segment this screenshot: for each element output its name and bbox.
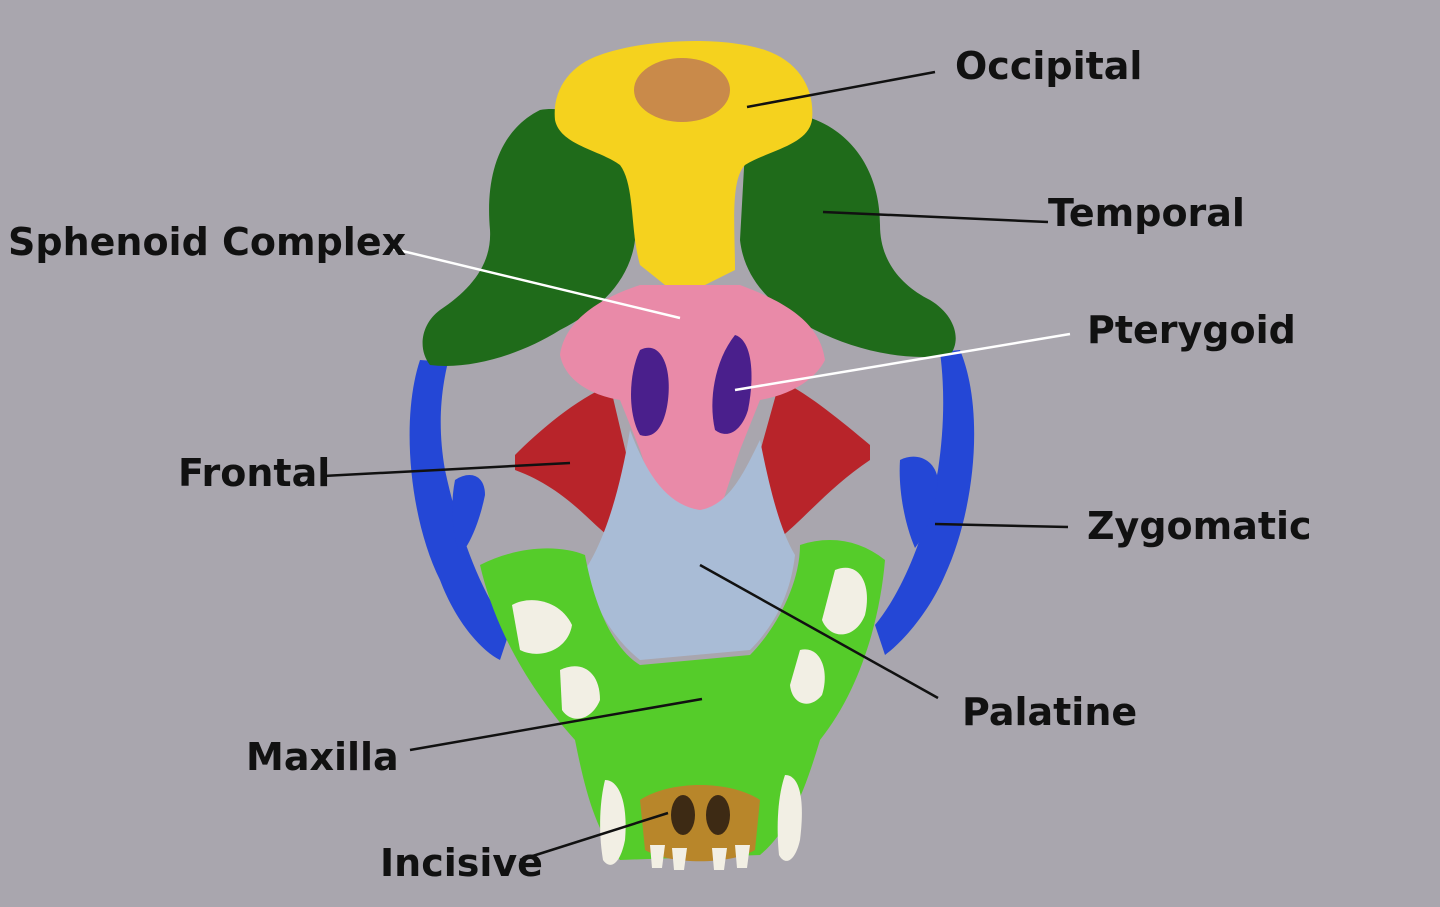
incisive-bone	[640, 785, 760, 862]
leader-line-incisive	[519, 811, 669, 862]
tooth-left-molar	[560, 666, 600, 719]
zygomatic-left	[409, 360, 510, 660]
leader-line-maxilla	[409, 697, 703, 752]
incisive-foramen-right	[706, 795, 730, 835]
label-occipital: Occipital	[955, 44, 1143, 88]
label-temporal: Temporal	[1048, 191, 1245, 235]
occipital-bone	[554, 40, 813, 286]
leader-line-frontal	[322, 461, 571, 478]
leader-line-sphenoid	[389, 246, 681, 320]
incisive-foramen-left	[671, 795, 695, 835]
leader-line-occipital	[746, 70, 936, 109]
label-frontal: Frontal	[178, 451, 331, 495]
leader-line-palatine	[699, 563, 939, 700]
pterygoid-left	[631, 347, 669, 436]
tooth-incisor-3	[712, 848, 727, 870]
leader-line-temporal	[822, 210, 1049, 224]
sphenoid-complex	[560, 285, 825, 510]
frontal-right	[755, 380, 870, 545]
tooth-right-canine	[777, 775, 802, 861]
pterygoid-right	[712, 335, 752, 434]
label-maxilla: Maxilla	[246, 735, 399, 779]
label-incisive: Incisive	[380, 841, 543, 885]
label-pterygoid: Pterygoid	[1087, 308, 1296, 352]
tooth-incisor-1	[650, 845, 665, 868]
temporal-right	[740, 114, 956, 358]
label-zygomatic: Zygomatic	[1087, 504, 1312, 548]
label-palatine: Palatine	[962, 690, 1138, 734]
palatine-bone	[585, 430, 795, 660]
leader-line-pterygoid	[734, 332, 1071, 392]
tooth-incisor-4	[735, 845, 750, 868]
label-sphenoid-complex: Sphenoid Complex	[8, 220, 407, 264]
tooth-left-premolar	[512, 600, 572, 654]
zygomatic-right	[875, 350, 975, 655]
tooth-right-molar	[790, 649, 825, 704]
temporal-left	[422, 109, 635, 366]
zygomatic-left-process	[452, 475, 485, 555]
tooth-right-premolar	[822, 567, 867, 635]
frontal-left	[515, 385, 630, 540]
tooth-incisor-2	[672, 848, 687, 870]
zygomatic-right-process	[899, 456, 938, 548]
foramen-magnum	[634, 58, 730, 122]
leader-line-zygomatic	[934, 522, 1069, 529]
tooth-left-canine	[600, 780, 626, 865]
